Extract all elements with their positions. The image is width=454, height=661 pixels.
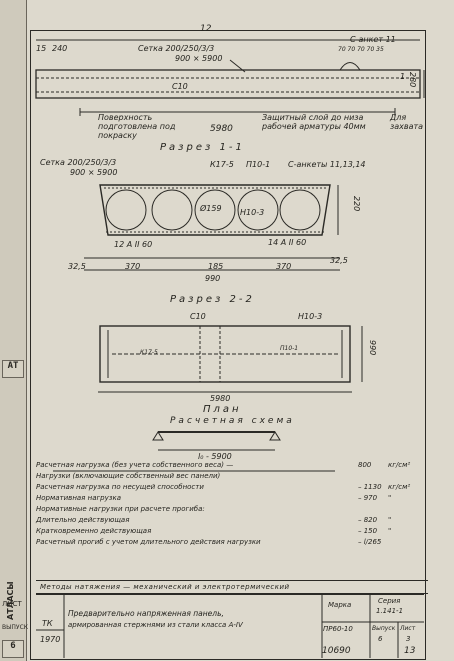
methods-line: Методы натяжения — механический и электр… (36, 580, 428, 594)
load-text: Длительно действующая (36, 516, 130, 524)
load-row: Кратковременно действующая – 150 " (36, 527, 424, 538)
load-value: – 1130 (358, 483, 382, 491)
section2-len: 5980 (210, 394, 231, 403)
section1-h10: Н10-3 (240, 208, 265, 217)
binder-label-vypusk: ВЫПУСК (2, 624, 29, 631)
section2-h10: Н10-3 (298, 312, 323, 321)
section1-bar12: 12 А II 60 (114, 240, 153, 249)
dim-chain: 70 70 70 70 35 (338, 46, 384, 53)
footer-code: 10690 (322, 646, 351, 656)
section1-p10: П10-1 (246, 160, 271, 169)
load-unit: кг/см² (388, 483, 411, 491)
stamp-list-label: Лист (400, 625, 416, 632)
load-unit: кг/см² (388, 461, 411, 469)
load-value: 800 (358, 461, 372, 469)
drawing-sheet (30, 30, 426, 660)
plan-title: План (203, 404, 242, 415)
load-text: Расчетный прогиб с учетом длительного де… (36, 538, 261, 546)
section2-p10: П10-1 (280, 345, 299, 352)
load-row: Нормативные нагрузки при расчете прогиба… (36, 505, 424, 516)
s-anket-label: С-анкет 11 (350, 35, 396, 44)
section1-dim-d: 370 (276, 262, 292, 271)
zashitny-note: Защитный слой до низа рабочей арматуры 4… (262, 113, 366, 131)
stamp-vypusk-label: Выпуск (372, 625, 396, 632)
section1-setka: Сетка 200/250/3/3 (40, 158, 117, 167)
binder-label-list: ЛИСТ (2, 600, 22, 608)
load-row: Нормативная нагрузка – 970 " (36, 494, 424, 505)
binder-edge: AT 6 АТЛАСЫ ЛИСТ ВЫПУСК (0, 0, 29, 661)
load-row: Расчетная нагрузка (без учета собственно… (36, 461, 424, 472)
dim-280-right: 280 (408, 72, 417, 88)
stamp-seria-label: Серия (378, 597, 401, 605)
load-row: Нагрузки (включающие собственный вес пан… (36, 472, 424, 483)
binder-tab-6: 6 (2, 640, 24, 658)
top-dimension: 12 (200, 24, 212, 34)
section1-title: Разрез 1-1 (160, 142, 245, 153)
load-row: Расчетная нагрузка по несущей способност… (36, 483, 424, 494)
setka-top-label: Сетка 200/250/3/3 (138, 44, 215, 53)
stamp-list: 3 (406, 635, 411, 643)
stamp-tk: ТК (42, 619, 53, 628)
load-row: Длительно действующая – 820 " (36, 516, 424, 527)
dim-1: 1 (400, 72, 406, 81)
section2-title: Разрез 2-2 (170, 294, 255, 305)
dim-left-15: 15 (36, 44, 47, 53)
stamp-seria: 1.141-1 (376, 607, 404, 615)
stamp-title-1: Предварительно напряженная панель, (68, 609, 224, 618)
section1-bar14: 14 А II 60 (268, 238, 307, 247)
section1-setka-size: 900 × 5900 (70, 168, 118, 177)
section1-d159: Ø159 (200, 204, 222, 213)
pokraska-note: Поверхность подготовлена под покраску (98, 113, 176, 140)
section1-dim-e: 32,5 (330, 256, 348, 265)
setka-top-size: 900 × 5900 (175, 54, 223, 63)
dim-left-240: 240 (52, 44, 68, 53)
load-text: Расчетная нагрузка по несущей способност… (36, 483, 204, 491)
section2-dim-990: 990 (368, 340, 377, 356)
section1-dim-220: 220 (352, 196, 361, 212)
stamp-vypusk: 6 (378, 635, 383, 643)
load-text: Нормативные нагрузки при расчете прогиба… (36, 505, 205, 513)
footer-page: 13 (404, 646, 416, 656)
load-value: – 970 (358, 494, 378, 502)
load-unit: " (388, 494, 392, 502)
stamp-marka-label: Марка (328, 601, 352, 609)
load-unit: " (388, 516, 392, 524)
stamp-marka: ПР60-10 (323, 625, 353, 633)
section2-c10: С10 (190, 312, 206, 321)
load-unit: " (388, 527, 392, 535)
section1-k17: К17-5 (210, 160, 234, 169)
binder-tab-at: AT (2, 360, 24, 378)
title-block: ТК 1970 Предварительно напряженная панел… (36, 594, 424, 645)
scheme-title: Расчетная схема (170, 416, 295, 426)
section1-dim-c: 185 (208, 262, 224, 271)
load-row: Расчетный прогиб с учетом длительного де… (36, 538, 424, 549)
stamp-title-2: армированная стержнями из стали класса А… (68, 621, 243, 629)
load-text: Нормативная нагрузка (36, 494, 121, 502)
load-value: – 150 (358, 527, 378, 535)
load-text: Расчетная нагрузка (без учета собственно… (36, 461, 234, 469)
load-text: Нагрузки (включающие собственный вес пан… (36, 472, 221, 480)
loads-table: Расчетная нагрузка (без учета собственно… (36, 461, 424, 549)
section1-c-anket: С-анкеты 11,13,14 (288, 160, 366, 169)
len-top: 5980 (210, 124, 233, 134)
section1-dim-b: 370 (125, 262, 141, 271)
section1-total: 990 (205, 274, 221, 283)
section2-k17: К17-5 (140, 349, 158, 356)
section1-dim-a: 32,5 (68, 262, 86, 271)
c10-top-label: С10 (172, 82, 188, 91)
dlya-zahvata-note: Для захвата (390, 113, 424, 131)
stamp-year: 1970 (40, 635, 61, 644)
load-value: – 820 (358, 516, 378, 524)
scheme-span: l₀ - 5900 (198, 452, 232, 461)
load-value: – l/265 (358, 538, 382, 546)
load-text: Кратковременно действующая (36, 527, 152, 535)
